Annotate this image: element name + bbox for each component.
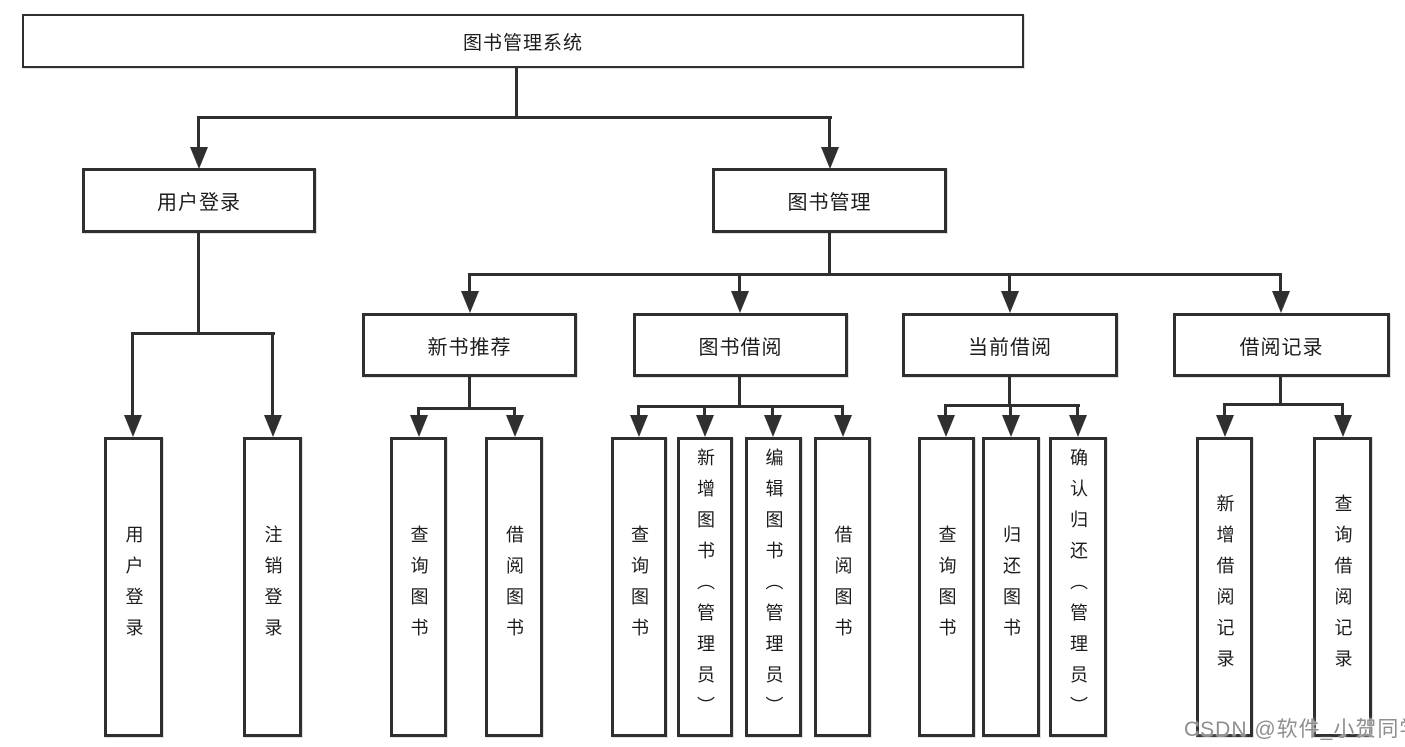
leaf-edit-book-admin: 编辑图书（管理员） — [745, 437, 802, 737]
arrow-down-icon — [506, 415, 524, 437]
arrow-down-icon — [1002, 415, 1020, 437]
leaf-query-book-label: 查询图书 — [408, 525, 429, 649]
connector-line — [771, 405, 774, 419]
arrow-down-icon — [124, 415, 142, 437]
node-new-book-recommend: 新书推荐 — [362, 313, 577, 377]
root-node-library-system: 图书管理系统 — [22, 14, 1024, 68]
leaf-edit-book-admin-label: 编辑图书（管理员） — [763, 447, 784, 727]
connector-line — [468, 377, 471, 409]
node-book-borrow: 图书借阅 — [633, 313, 848, 377]
node-borrow-record: 借阅记录 — [1173, 313, 1390, 377]
leaf-query-book-label: 查询图书 — [629, 525, 649, 649]
leaf-confirm-return-admin: 确认归还（管理员） — [1049, 437, 1107, 737]
arrow-down-icon — [190, 147, 208, 169]
arrow-down-icon — [1216, 415, 1234, 437]
connector-line — [1279, 377, 1282, 406]
arrow-down-icon — [1001, 291, 1019, 313]
node-user-login: 用户登录 — [82, 168, 316, 233]
node-new-book-recommend-label: 新书推荐 — [427, 336, 512, 359]
leaf-user-login-label: 用户登录 — [123, 525, 144, 649]
connector-line — [738, 377, 741, 408]
node-book-management: 图书管理 — [712, 168, 947, 233]
connector-line — [1076, 404, 1079, 419]
leaf-query-book-label: 查询图书 — [936, 525, 957, 649]
arrow-down-icon — [821, 147, 839, 169]
connector-line — [637, 405, 640, 419]
connector-line — [198, 116, 832, 119]
leaf-query-book-newbook: 查询图书 — [390, 437, 447, 737]
arrow-down-icon — [264, 415, 282, 437]
leaf-add-book-admin: 新增图书（管理员） — [677, 437, 733, 737]
arrow-down-icon — [731, 291, 749, 313]
node-book-management-label: 图书管理 — [787, 192, 872, 214]
connector-line — [841, 405, 844, 419]
connector-line — [1223, 403, 1226, 419]
connector-line — [944, 404, 1080, 407]
leaf-query-book-borrow: 查询图书 — [611, 437, 667, 737]
node-borrow-record-label: 借阅记录 — [1239, 336, 1324, 359]
connector-line — [944, 404, 947, 419]
arrow-down-icon — [834, 415, 852, 437]
connector-line — [738, 273, 741, 293]
watermark: CSDN @软件_小贺同学 — [1184, 718, 1405, 741]
leaf-query-borrow-record: 查询借阅记录 — [1313, 437, 1372, 737]
connector-line — [515, 68, 518, 118]
leaf-return-book: 归还图书 — [982, 437, 1040, 737]
connector-line — [417, 407, 516, 410]
node-book-borrow-label: 图书借阅 — [698, 336, 783, 359]
leaf-borrow-book-label: 借阅图书 — [832, 525, 853, 649]
connector-line — [197, 116, 200, 150]
connector-line — [197, 233, 200, 334]
leaf-query-borrow-record-label: 查询借阅记录 — [1332, 494, 1353, 680]
connector-line — [131, 332, 275, 335]
connector-line — [828, 233, 831, 275]
connector-line — [1341, 403, 1344, 419]
connector-line — [468, 273, 1282, 276]
arrow-down-icon — [630, 415, 648, 437]
leaf-user-login: 用户登录 — [104, 437, 163, 737]
leaf-add-borrow-record: 新增借阅记录 — [1196, 437, 1253, 737]
leaf-logout: 注销登录 — [243, 437, 302, 737]
connector-line — [1008, 377, 1011, 407]
leaf-logout-label: 注销登录 — [262, 525, 283, 649]
arrow-down-icon — [764, 415, 782, 437]
arrow-down-icon — [696, 415, 714, 437]
connector-line — [131, 332, 134, 417]
arrow-down-icon — [1069, 415, 1087, 437]
arrow-down-icon — [937, 415, 955, 437]
connector-line — [417, 407, 420, 419]
connector-line — [271, 332, 274, 417]
connector-line — [828, 116, 831, 150]
leaf-return-book-label: 归还图书 — [1001, 525, 1021, 649]
node-user-login-label: 用户登录 — [157, 192, 241, 214]
root-node-label: 图书管理系统 — [462, 32, 583, 54]
node-current-borrow-label: 当前借阅 — [968, 336, 1052, 359]
leaf-query-book-current: 查询图书 — [918, 437, 975, 737]
connector-line — [513, 407, 516, 419]
leaf-borrow-book-label: 借阅图书 — [504, 525, 524, 649]
connector-line — [703, 405, 706, 419]
leaf-add-borrow-record-label: 新增借阅记录 — [1214, 494, 1235, 680]
connector-line — [1009, 404, 1012, 419]
connector-line — [1008, 273, 1011, 293]
connector-line — [1279, 273, 1282, 293]
leaf-add-book-admin-label: 新增图书（管理员） — [695, 447, 715, 727]
arrow-down-icon — [1334, 415, 1352, 437]
arrow-down-icon — [410, 415, 428, 437]
leaf-confirm-return-admin-label: 确认归还（管理员） — [1068, 447, 1088, 727]
connector-line — [1223, 403, 1344, 406]
node-current-borrow: 当前借阅 — [902, 313, 1118, 377]
connector-line — [468, 273, 471, 293]
leaf-borrow-book-newbook: 借阅图书 — [485, 437, 543, 737]
leaf-borrow-book: 借阅图书 — [814, 437, 871, 737]
arrow-down-icon — [461, 291, 479, 313]
arrow-down-icon — [1272, 291, 1290, 313]
connector-line — [637, 405, 844, 408]
